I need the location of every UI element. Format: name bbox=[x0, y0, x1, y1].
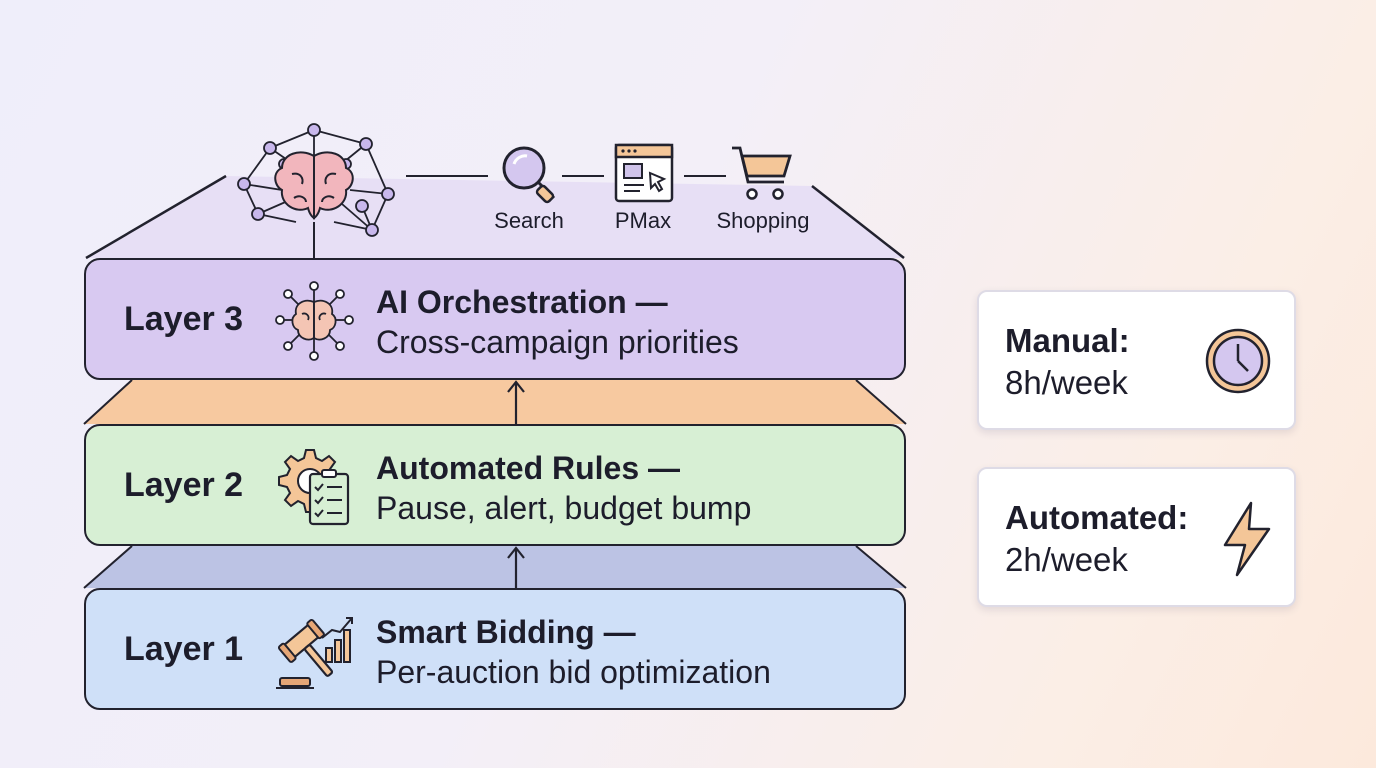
layer-description: Per-auction bid optimization bbox=[376, 654, 771, 690]
ai-brain-icon bbox=[275, 281, 354, 361]
layer-title: Smart Bidding — bbox=[376, 614, 636, 650]
connector-orange bbox=[84, 380, 906, 424]
stat-value: 2h/week bbox=[1005, 541, 1128, 578]
magnifier-icon bbox=[502, 146, 556, 204]
stat-label: Manual: bbox=[1005, 322, 1130, 359]
top-platform-left-edge bbox=[85, 174, 227, 260]
channel-label-pmax: PMax bbox=[614, 208, 672, 233]
layer-number: Layer 2 bbox=[124, 466, 244, 504]
layer-title: AI Orchestration — bbox=[376, 284, 668, 320]
arrow-up-icon bbox=[507, 380, 525, 424]
layer-3-box: Layer 3 bbox=[84, 258, 906, 380]
channel-label-search: Search bbox=[494, 208, 564, 233]
layer-number: Layer 3 bbox=[124, 300, 244, 338]
connector-blue bbox=[84, 546, 906, 588]
manual-time-card: Manual: 8h/week bbox=[977, 290, 1296, 430]
gavel-chart-icon bbox=[276, 617, 353, 689]
automated-time-card: Automated: 2h/week bbox=[977, 467, 1296, 607]
browser-window-icon bbox=[614, 143, 674, 203]
channel-label-shopping: Shopping bbox=[716, 208, 810, 233]
layer-description: Cross-campaign priorities bbox=[376, 324, 739, 360]
gear-checklist-icon bbox=[278, 449, 350, 526]
layer-1-box: Layer 1 Smart Bidding — Per-auction bid … bbox=[84, 588, 906, 710]
lightning-icon bbox=[1223, 501, 1271, 577]
shopping-cart-icon bbox=[732, 146, 792, 200]
arrow-up-icon bbox=[507, 546, 525, 588]
clock-icon bbox=[1205, 328, 1271, 394]
top-platform-right-edge bbox=[811, 185, 905, 259]
ai-network-brain-icon bbox=[237, 123, 395, 237]
stat-label: Automated: bbox=[1005, 499, 1189, 536]
layer-title: Automated Rules — bbox=[376, 450, 681, 486]
stat-value: 8h/week bbox=[1005, 364, 1128, 401]
layer-number: Layer 1 bbox=[124, 630, 244, 668]
layer-2-box: Layer 2 Automated Rules — Pause, alert, … bbox=[84, 424, 906, 546]
layer-description: Pause, alert, budget bump bbox=[376, 490, 752, 526]
